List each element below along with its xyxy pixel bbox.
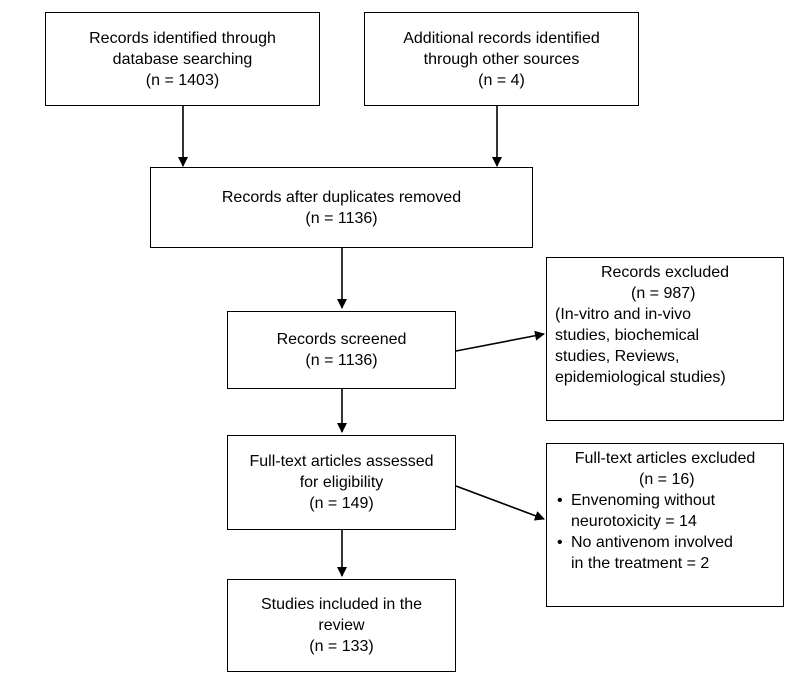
- fulltext-excluded-title: Full-text articles excluded: [574, 450, 756, 467]
- excluded-reason-line: epidemiological studies): [555, 369, 726, 386]
- list-item-line: Envenoming without: [571, 492, 716, 509]
- excluded-count: (n = 987): [631, 285, 696, 302]
- box-line: Records after duplicates removed: [221, 188, 462, 206]
- studies-included-box: Studies included in the review (n = 133): [227, 579, 456, 672]
- list-item-line: in the treatment = 2: [571, 555, 710, 572]
- box-line: Full-text articles assessed: [249, 453, 434, 470]
- excluded-reason-line: studies, Reviews,: [555, 348, 680, 365]
- list-item: • No antivenom involved in the treatment…: [555, 532, 775, 574]
- list-item-line: No antivenom involved: [571, 534, 733, 551]
- box-line: Studies included in the: [261, 596, 422, 613]
- box-line: for eligibility: [299, 474, 384, 491]
- records-excluded-box: Records excluded (n = 987) (In-vitro and…: [546, 257, 784, 421]
- records-screened-box: Records screened (n = 1136): [227, 311, 456, 389]
- box-line: (n = 133): [309, 638, 374, 655]
- fulltext-assessed-box: Full-text articles assessed for eligibil…: [227, 435, 456, 530]
- excluded-title: Records excluded: [600, 264, 730, 281]
- arrow-fulltext-to-fulltext-excluded: [455, 485, 545, 521]
- box-line: (n = 4): [478, 71, 525, 89]
- box-line: Records identified through: [89, 29, 276, 47]
- box-line: (n = 1136): [305, 352, 378, 369]
- box-line: database searching: [112, 50, 253, 68]
- list-item-line: neurotoxicity = 14: [571, 513, 697, 530]
- fulltext-excluded-count: (n = 16): [639, 471, 695, 488]
- excluded-reason-line: (In-vitro and in-vivo: [555, 306, 692, 323]
- box-line: review: [318, 617, 365, 634]
- bullet-icon: •: [557, 534, 563, 551]
- exclusion-reasons-list: • Envenoming without neurotoxicity = 14 …: [555, 490, 775, 574]
- fulltext-excluded-box: Full-text articles excluded (n = 16) • E…: [546, 443, 784, 607]
- excluded-reason-line: studies, biochemical: [555, 327, 700, 344]
- arrow-screened-to-excluded: [455, 330, 545, 352]
- bullet-icon: •: [557, 492, 563, 509]
- box-line: Records screened: [276, 331, 407, 348]
- box-line: through other sources: [423, 50, 580, 68]
- records-after-duplicates-box: Records after duplicates removed (n = 11…: [150, 167, 533, 248]
- box-line: Additional records identified: [403, 29, 600, 47]
- list-item: • Envenoming without neurotoxicity = 14: [555, 490, 775, 532]
- box-line: (n = 1136): [305, 209, 378, 227]
- box-line: (n = 149): [309, 495, 374, 512]
- records-identified-other-box: Additional records identified through ot…: [364, 12, 639, 106]
- box-line: (n = 1403): [145, 71, 220, 89]
- records-identified-database-box: Records identified through database sear…: [45, 12, 320, 106]
